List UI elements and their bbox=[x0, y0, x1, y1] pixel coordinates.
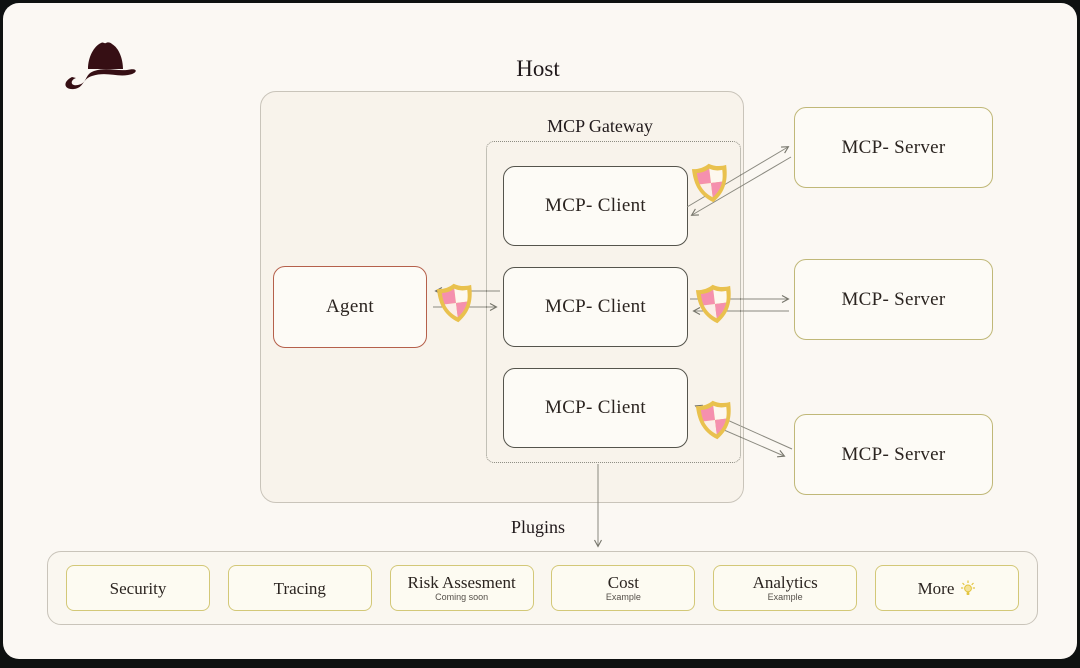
lightbulb-icon bbox=[961, 580, 976, 595]
mcp-server-label: MCP- Server bbox=[841, 136, 946, 158]
mcp-client-node-3: MCP- Client bbox=[503, 368, 688, 448]
mcp-client-label: MCP- Client bbox=[545, 195, 646, 216]
host-title: Host bbox=[516, 56, 560, 81]
plugin-sublabel: Example bbox=[767, 592, 803, 602]
plugins-label: Plugins bbox=[510, 517, 566, 537]
gateway-label: MCP Gateway bbox=[547, 116, 653, 136]
guard-shield-icon bbox=[691, 163, 727, 203]
plugin-sublabel: Coming soon bbox=[435, 592, 489, 602]
mcp-server-node-1: MCP- Server bbox=[794, 107, 993, 188]
mcp-client-label: MCP- Client bbox=[545, 296, 646, 317]
plugin-label: Cost bbox=[607, 573, 639, 592]
plugin-label: Tracing bbox=[273, 578, 326, 598]
mcp-server-label: MCP- Server bbox=[841, 443, 946, 465]
plugins-container: Security Tracing Risk Assesment Coming s… bbox=[47, 551, 1038, 625]
guard-shield-icon bbox=[695, 284, 731, 324]
plugin-label: More bbox=[917, 578, 955, 598]
agent-node: Agent bbox=[273, 266, 427, 348]
mcp-server-node-3: MCP- Server bbox=[794, 414, 993, 495]
plugin-tracing: Tracing bbox=[227, 565, 372, 611]
plugin-label: Analytics bbox=[752, 573, 818, 592]
guard-shield-icon bbox=[436, 283, 472, 323]
mcp-client-node-1: MCP- Client bbox=[503, 166, 688, 246]
plugin-cost: Cost Example bbox=[551, 565, 696, 611]
mcp-server-node-2: MCP- Server bbox=[794, 259, 993, 340]
mcp-client-node-2: MCP- Client bbox=[503, 267, 688, 347]
mcp-server-label: MCP- Server bbox=[841, 288, 946, 310]
plugin-label: Risk Assesment bbox=[407, 573, 516, 592]
plugin-sublabel: Example bbox=[605, 592, 641, 602]
plugin-security: Security bbox=[66, 565, 210, 611]
plugin-analytics: Analytics Example bbox=[713, 565, 858, 611]
plugin-more: More bbox=[874, 565, 1019, 611]
plugin-label: Security bbox=[109, 578, 167, 598]
guard-shield-icon bbox=[695, 400, 731, 440]
plugin-risk-assesment: Risk Assesment Coming soon bbox=[389, 565, 534, 611]
agent-label: Agent bbox=[326, 296, 374, 317]
diagram-canvas: Host MCP Gateway Agent MCP- Client MCP- … bbox=[3, 3, 1077, 659]
cowboy-hat-icon bbox=[65, 42, 136, 90]
mcp-gateway-container bbox=[486, 141, 741, 463]
mcp-client-label: MCP- Client bbox=[545, 397, 646, 418]
